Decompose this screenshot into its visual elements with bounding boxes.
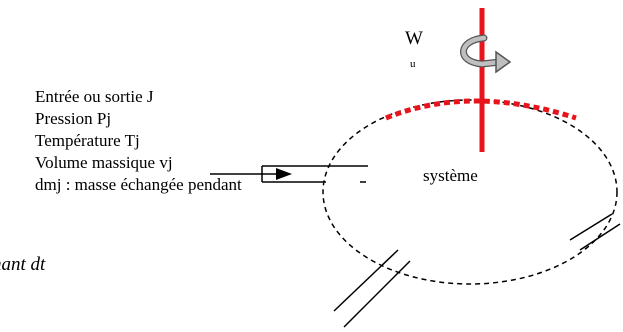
cut-off-text: nant dt <box>0 254 46 275</box>
outlet-pipe-lower-left <box>333 249 411 328</box>
inlet-arrow-icon <box>210 168 292 180</box>
outlet-pipe-right <box>569 213 621 251</box>
work-subscript: u <box>410 58 416 70</box>
inlet-label-line: Pression Pj <box>35 109 112 128</box>
inlet-labels: Entrée ou sortie J Pression Pj Températu… <box>35 86 242 196</box>
inlet-label-line: Entrée ou sortie J <box>35 87 154 106</box>
inlet-label-line: Volume massique vj <box>35 153 173 172</box>
inlet-label-line: Température Tj <box>35 131 140 150</box>
shaft-boundary-red <box>385 98 577 121</box>
system-boundary <box>322 99 618 285</box>
rotation-arrow-icon <box>460 34 512 74</box>
work-symbol: W <box>405 28 423 49</box>
inlet-pipe <box>261 165 368 183</box>
system-label: système <box>423 166 478 185</box>
inlet-label-line: dmj : masse échangée pendant <box>35 175 242 194</box>
